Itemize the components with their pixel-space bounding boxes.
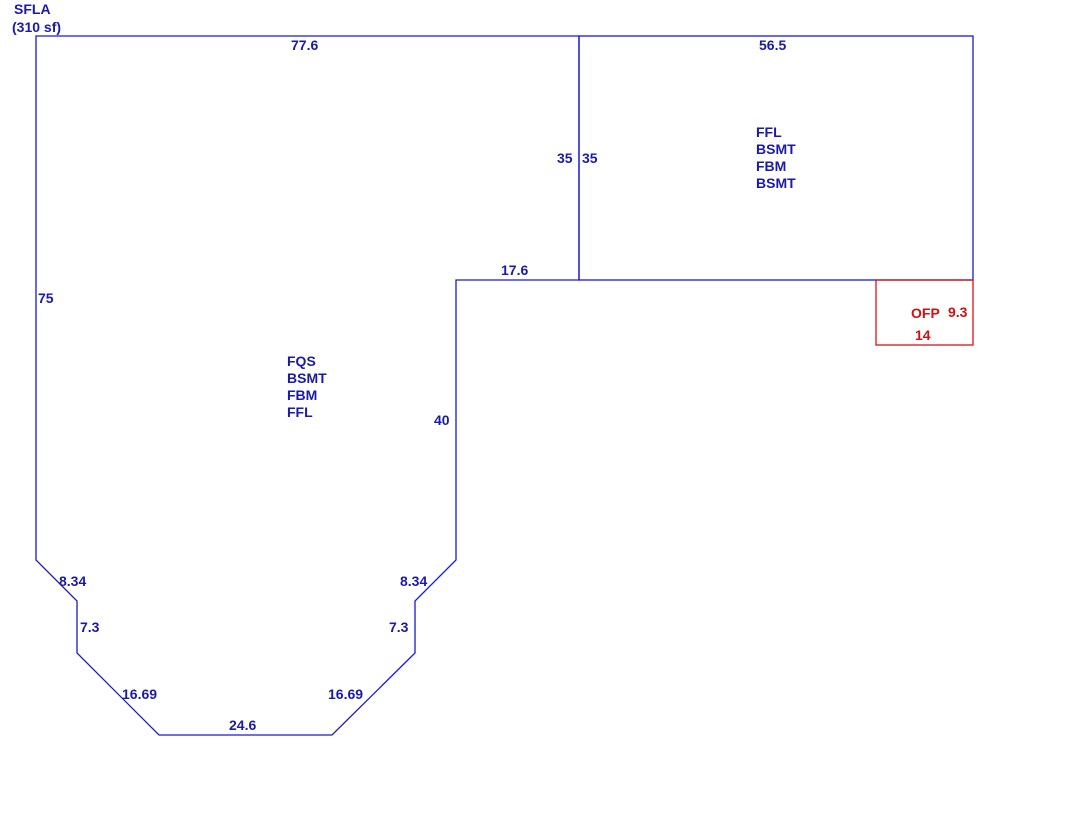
main-code-3: FBM [287,387,317,403]
dim-divider-left: 35 [557,150,573,166]
main-code-4: FFL [287,404,313,420]
dim-chamfer-right: 8.34 [400,573,427,589]
addition-area-outline [578,35,974,281]
porch-outline [875,279,974,346]
dim-step: 17.6 [501,262,528,278]
dim-short-right: 7.3 [389,619,409,635]
main-code-1: FQS [287,353,316,369]
dim-short-left: 7.3 [80,619,100,635]
addition-code-1: FFL [756,124,782,140]
addition-code-4: BSMT [756,175,796,191]
addition-code-2: BSMT [756,141,796,157]
dim-top-right: 56.5 [759,37,786,53]
dim-bottom: 24.6 [229,717,256,733]
dim-diag-right: 16.69 [328,686,363,702]
porch-width: 9.3 [948,304,968,320]
dim-inner-side: 40 [434,412,450,428]
main-code-2: BSMT [287,370,327,386]
sfla-title: SFLA [14,1,51,17]
sfla-area: (310 sf) [12,19,61,35]
addition-code-3: FBM [756,158,786,174]
dim-divider-right: 35 [582,150,598,166]
porch-depth: 14 [915,327,931,343]
dim-diag-left: 16.69 [122,686,157,702]
dim-left-side: 75 [38,290,54,306]
dim-chamfer-left: 8.34 [59,573,86,589]
dim-top-left: 77.6 [291,37,318,53]
porch-code: OFP [911,305,940,321]
